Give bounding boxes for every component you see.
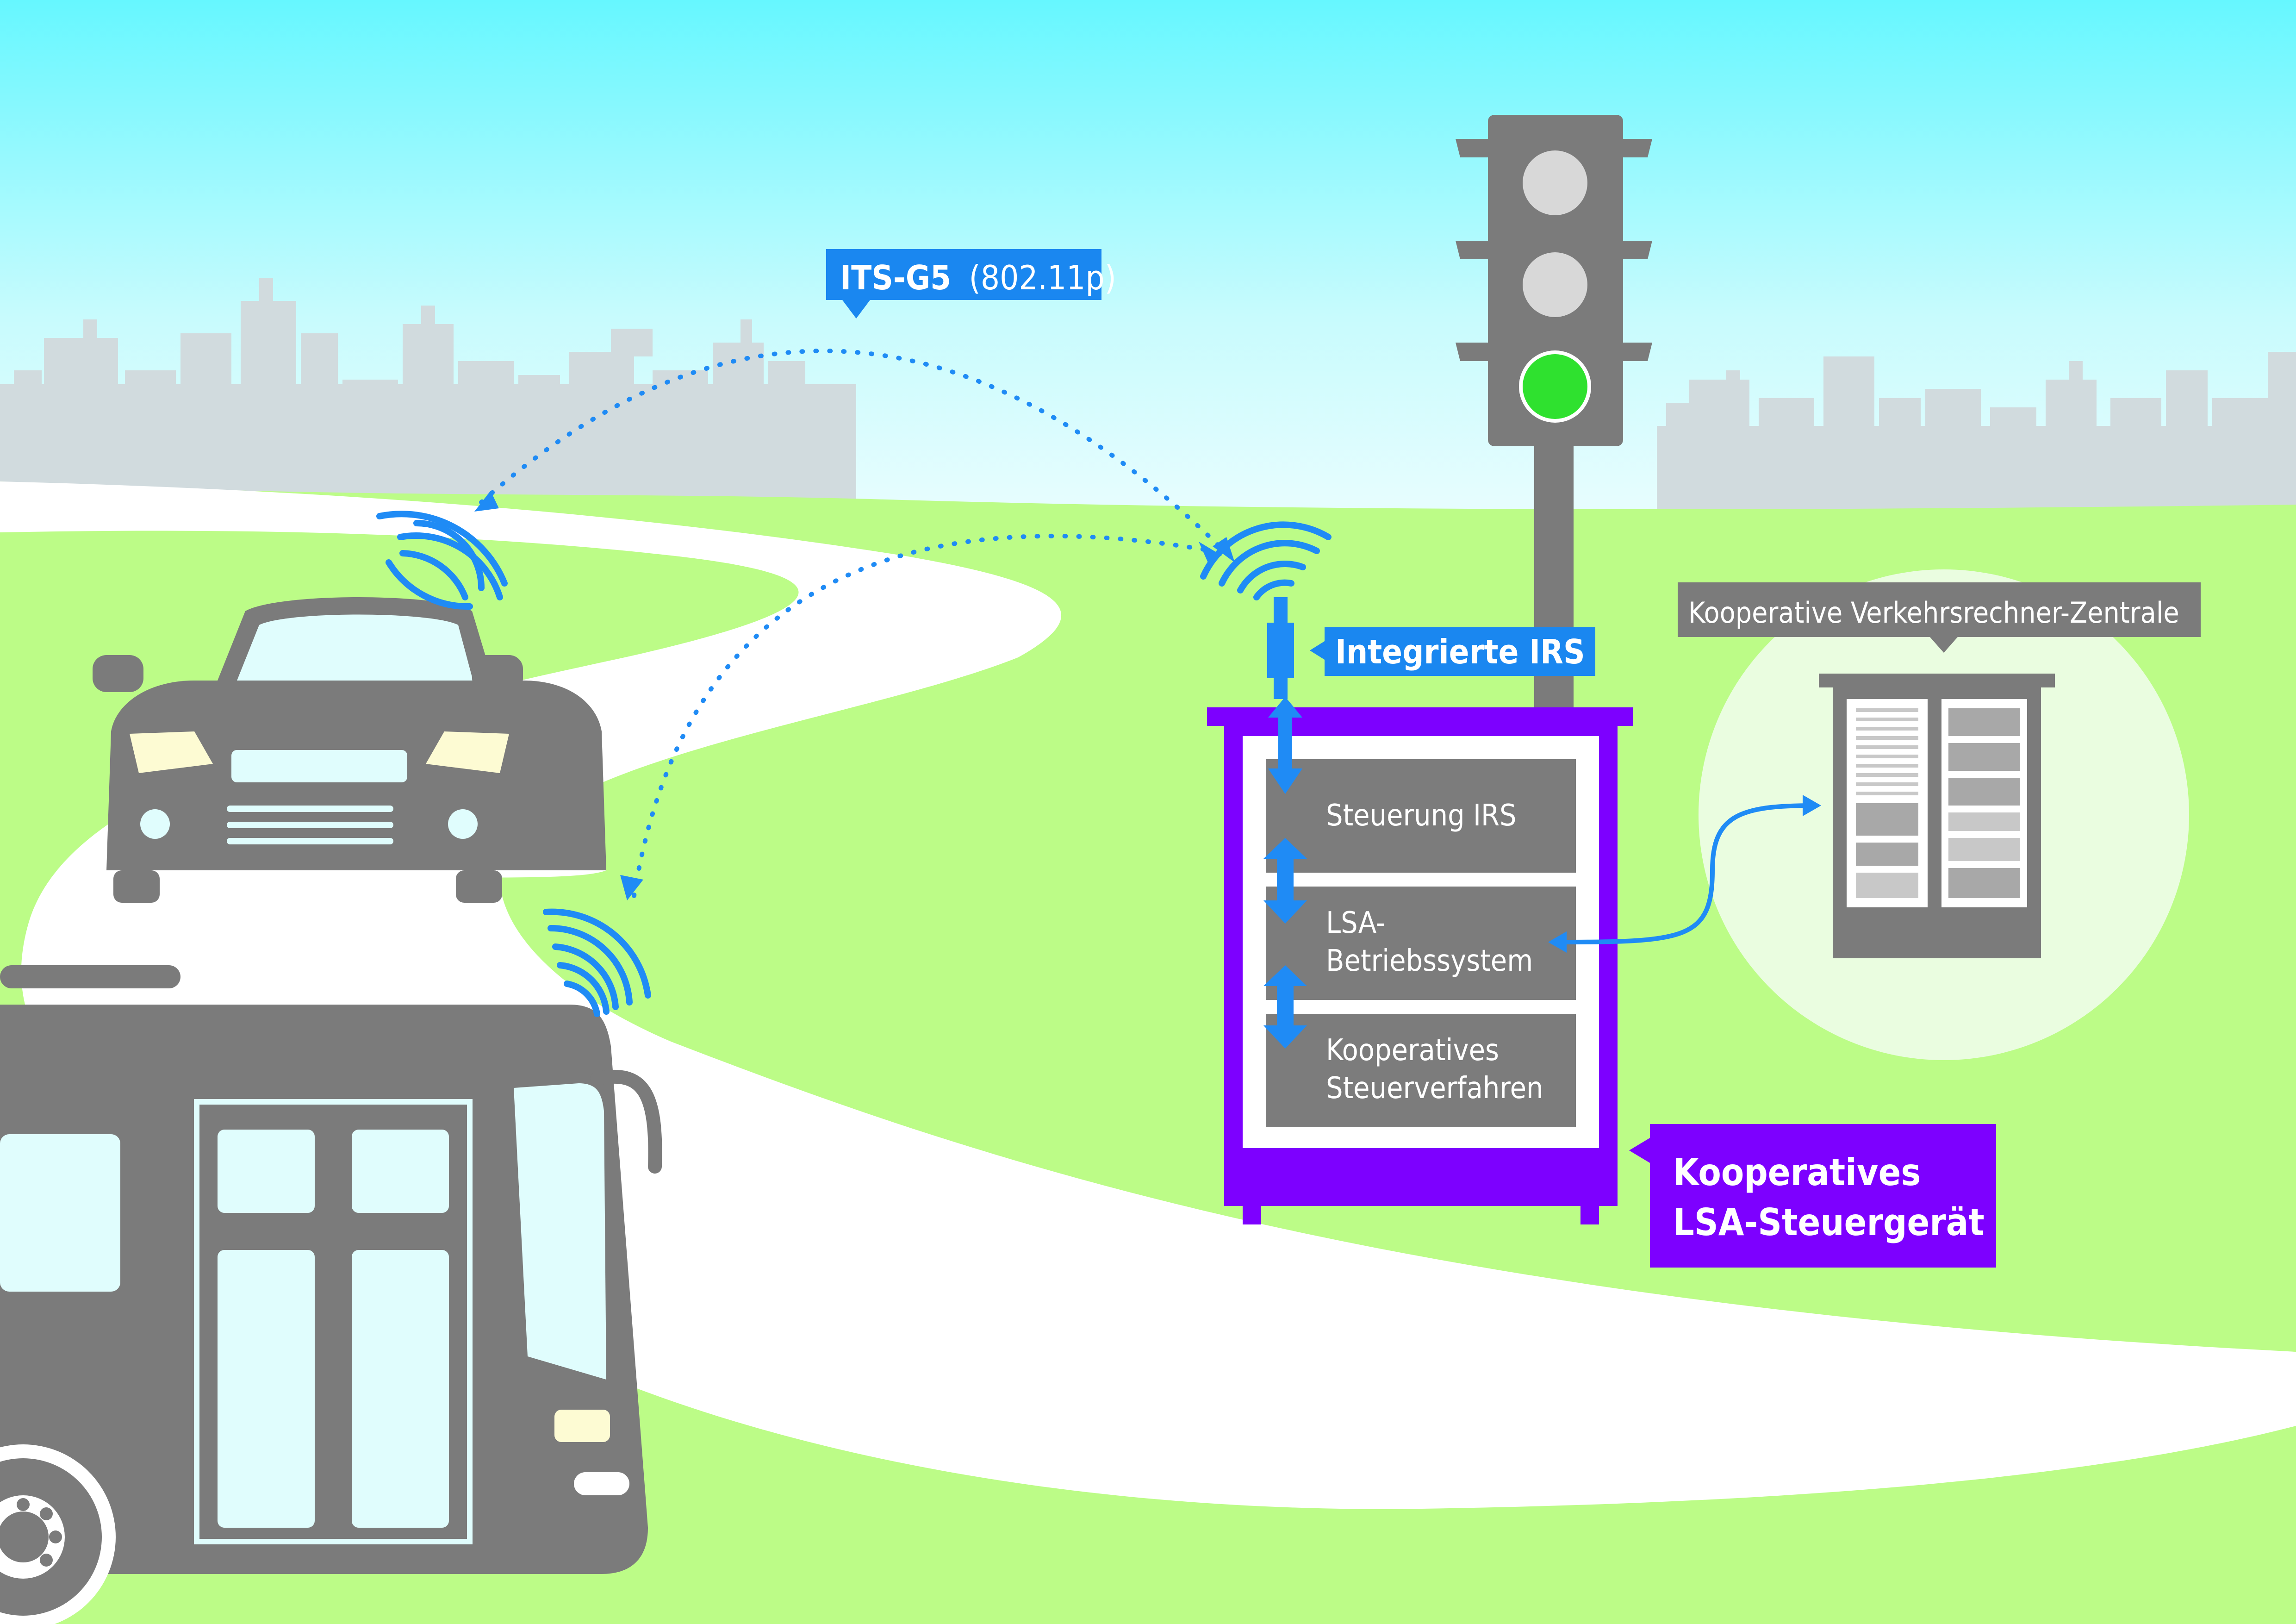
integrierte-irs-label: Integrierte IRS: [1310, 627, 1595, 676]
double-arrow-icon: [1263, 697, 1307, 1049]
steuergeraet-line1: Kooperatives: [1673, 1151, 1921, 1194]
antenna-icon: [1267, 597, 1294, 699]
module-steuerverfahren-line2: Steuerverfahren: [1326, 1071, 1543, 1106]
wireless-signal-icon: [543, 908, 651, 1017]
module-betriebssystem-line2: Betriebssystem: [1326, 944, 1533, 978]
car-icon: [93, 597, 606, 903]
module-steuerverfahren-line1: Kooperatives: [1326, 1033, 1499, 1068]
traffic-light-icon: [1456, 115, 1652, 722]
steuergeraet-label: Kooperatives LSA-Steuergerät: [1629, 1124, 1996, 1268]
arrowhead: [1548, 931, 1567, 953]
server-rack-icon: [1819, 674, 2055, 958]
zentrale-label: Kooperative Verkehrsrechner-Zentrale: [1678, 582, 2201, 653]
svg-text:ITS-G5 (802.11p): ITS-G5 (802.11p): [840, 258, 1116, 297]
its-g5-label: ITS-G5 (802.11p): [826, 249, 1116, 319]
its-g5-rest-text: (802.11p): [969, 258, 1116, 297]
wireless-signal-icon: [376, 511, 508, 610]
lsa-steuergeraet: Steuerung IRS LSA- Betriebssystem Kooper…: [1207, 707, 1633, 1224]
zentrale-connection: [1557, 803, 1815, 944]
arrowhead: [474, 491, 499, 512]
signal-arc-car: [479, 349, 1229, 556]
arrowhead: [1803, 795, 1821, 816]
wireless-signal-icon: [1200, 521, 1332, 600]
module-betriebssystem-line1: LSA-: [1326, 906, 1386, 940]
signal-arc-bus: [632, 534, 1215, 898]
module-steuerung-irs: Steuerung IRS: [1326, 799, 1517, 833]
zentrale-text: Kooperative Verkehrsrechner-Zentrale: [1688, 596, 2179, 630]
steuergeraet-line2: LSA-Steuergerät: [1673, 1201, 1985, 1244]
integrierte-irs-text: Integrierte IRS: [1335, 632, 1585, 671]
arrowhead: [620, 875, 643, 900]
its-g5-bold-text: ITS-G5: [840, 258, 951, 297]
bus-icon: [0, 965, 662, 1624]
